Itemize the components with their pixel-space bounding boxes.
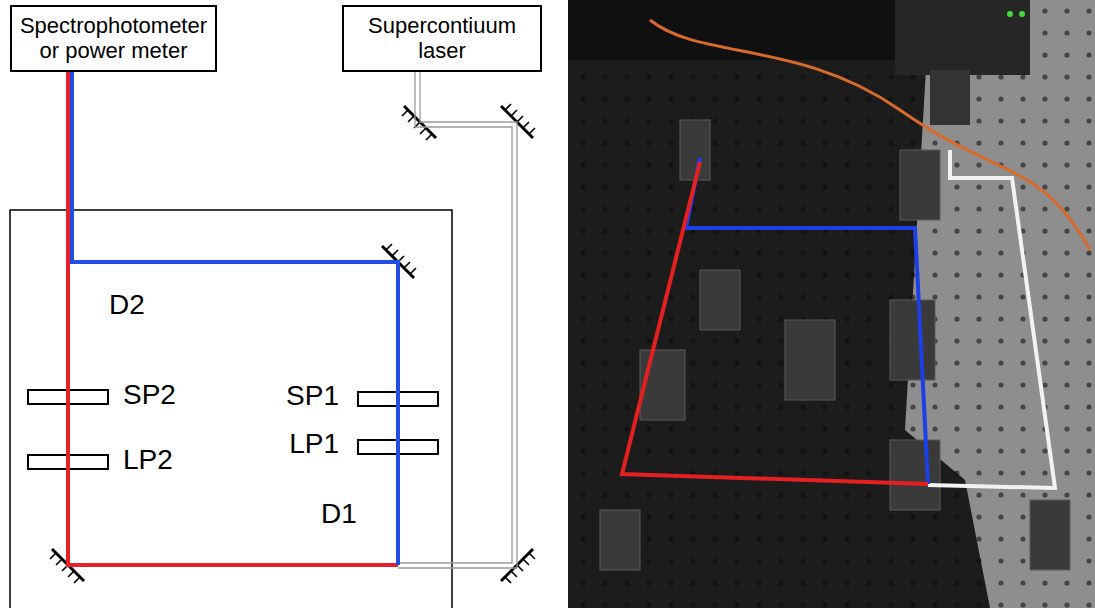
instrument-box: Spectrophotometer or power meter	[10, 5, 217, 72]
box-text: Supercontiuum laser	[350, 13, 534, 64]
light-path	[68, 72, 517, 568]
component-label: LP1	[288, 429, 340, 460]
instrument-box: Supercontiuum laser	[342, 5, 542, 72]
component-label: D1	[320, 499, 358, 530]
enclosure-outline	[10, 210, 452, 608]
component-label: LP2	[122, 445, 174, 476]
box-text: Spectrophotometer or power meter	[18, 13, 209, 64]
beam-path	[68, 72, 398, 565]
mirror-symbols	[50, 104, 535, 583]
component-label: SP1	[285, 381, 340, 412]
setup-photo	[568, 0, 1095, 608]
filter-symbols	[28, 390, 438, 469]
component-label: SP2	[122, 380, 177, 411]
beam-path	[398, 72, 517, 568]
beam-path	[398, 72, 512, 563]
beam-path	[72, 72, 398, 565]
component-label: D2	[108, 290, 146, 321]
